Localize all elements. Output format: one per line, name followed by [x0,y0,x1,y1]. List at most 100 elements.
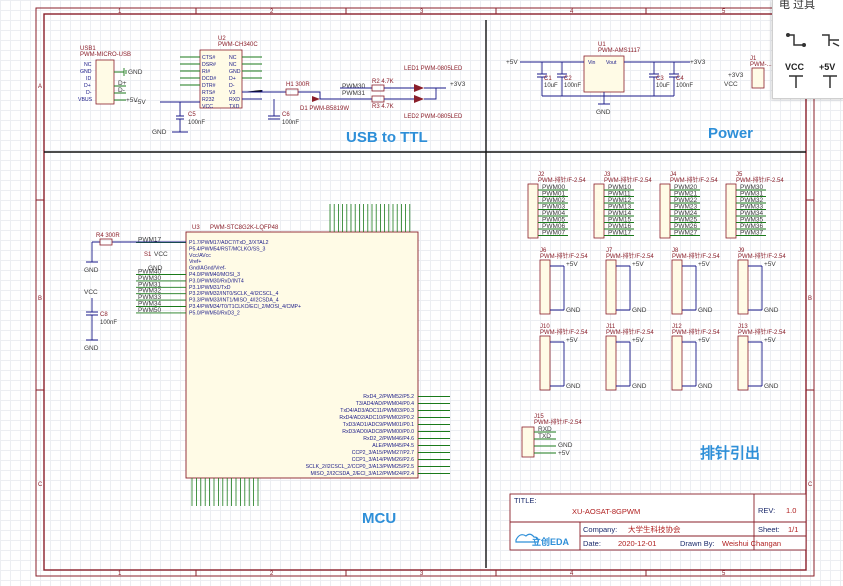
c6-val: 100nF [282,120,299,126]
h1-label: H1 300R [286,82,310,88]
header-ref: J11 [606,324,616,330]
header-net: PWM17 [608,230,632,237]
lceda-logo-icon: 立创EDA [515,533,570,547]
border-row-label: C [808,482,813,488]
header-net: PWM12 [608,197,632,204]
header-net: PWM01 [542,191,566,198]
title-block: TITLE: XU-AOSAT-8GPWM REV: 1.0 Company: … [509,493,807,551]
border-col-label: 3 [420,571,424,577]
u2-ch340c[interactable]: U2 PWM-CH340C CTS#DSR#RI#DCD#DTR#RTS#R23… [180,36,263,110]
j15-net: RXD [538,426,552,433]
j1-part: PWM-... [750,62,772,68]
vcc-tool-button[interactable] [781,70,811,92]
u3-left-pin: P3.3/PWM33/INT1/MISO_4/I2CSDA_4 [189,298,279,304]
header-part: PWM-排针/F-2.54 [736,176,784,184]
toolbox-header: 电 过具 [779,0,816,11]
u3-left-net: PWM33 [138,294,162,301]
u3-left-net: PWM31 [138,281,162,288]
u2-right-pin: D- [229,83,235,89]
c8-val: 100nF [100,320,117,326]
header-net: PWM20 [674,184,698,191]
power-5v-net: +5V [506,59,518,66]
header-net: PWM02 [542,197,566,204]
header-net: PWM37 [740,230,764,237]
header-5v-net: +5V [566,337,578,344]
header-wire [616,341,631,387]
u3-left-pin: P4.0/PWM40/MOSI_3 [189,272,240,278]
header-net: PWM11 [608,191,631,198]
bus-icon [822,34,840,47]
header-part: PWM-排针/F-2.54 [538,176,586,184]
header-net: PWM34 [740,210,764,217]
header-body [737,335,749,391]
usb1-ref: USB1 [80,46,96,52]
header-ref: J5 [736,172,743,178]
header-net: PWM03 [542,204,566,211]
u1-vout: Vout [606,60,617,66]
header-wire [682,341,697,387]
header-gnd-net: GND [698,307,713,314]
border-row-label: C [38,482,43,488]
power-regulator[interactable]: U1 PWM-AMS1117 Vin Vout +5V +3V3 C1 10uF… [506,42,772,116]
u3-mcu[interactable]: U3 PWM-STC8G2K-LQFP48 P1.7/PWM17/ADC7/Tx… [136,204,450,506]
u3-left-net: PWM50 [138,307,162,314]
u1-vin: Vin [588,60,596,66]
header-5v-net: +5V [632,337,644,344]
section-title-headers: 排针引出 [700,444,760,462]
plus5v-tool-label[interactable]: +5V [819,62,836,72]
wiring-toolbox-panel: 电 过具 VCC +5V [772,0,843,99]
mcu-reset-power[interactable]: R4 300R GND S1 VCC GND VCC C8 100nF GND [84,233,186,352]
u2-right-pin: RXD [229,97,240,103]
u2-right-pin: TXD [229,104,240,110]
plus5v-symbol-icon [823,75,837,88]
u1-ref: U1 [598,42,606,48]
header-net: PWM10 [608,184,632,191]
header-body [659,183,671,239]
s1-label: S1 [144,252,152,258]
usb-net-pwm30: PWM30 [342,83,366,90]
plus5v-tool-button[interactable] [815,70,843,92]
border-row-label: B [38,296,42,302]
c4-val: 100nF [676,83,693,89]
led1-label: LED1 PWM-0805LED [404,66,463,72]
j15-header[interactable]: J15 PWM-排针/F-2.54 RXD TXD GND +5V [521,414,582,458]
header-wire [550,265,565,311]
header-wire [550,341,565,387]
border-col-label: 4 [570,9,574,15]
vcc-tool-label[interactable]: VCC [785,62,805,72]
u3-left-pin: P5.0/PWM50/RxD3_2 [189,310,240,316]
sheet-label: Sheet: [758,525,780,534]
border-row-label: B [808,296,812,302]
c1-ref: C1 [544,76,552,82]
u3-right-pin: CCP1_3/A14/PWM26/P2.6 [352,457,414,463]
header-net: PWM16 [608,223,632,230]
header-net: PWM35 [740,217,764,224]
date-label: Date: [583,539,601,548]
logo-text: 立创EDA [532,536,570,547]
usb1-connector[interactable]: USB1 PWM-MICRO-USB NC GND ID D+ D- VBUS … [78,46,143,105]
sheet-inner-frame [43,13,807,571]
usb-pin-label: ID [86,76,91,82]
header-grid[interactable]: J2PWM-排针/F-2.54PWM00PWM01PWM02PWM03PWM04… [527,172,786,391]
c5-ref: C5 [188,112,196,118]
sheet-outer-frame [35,7,815,577]
u2-left-pin: R232 [202,97,215,103]
wire-tool-button[interactable] [781,28,811,52]
u3-right-pin: TxD3/AD1/ADC9/PWM01/P0.1 [343,422,414,428]
u3-right-pin: SCLK_2/I2CSCL_2/CCP0_3/A13/PWM25/P2.5 [306,464,415,470]
bus-tool-button[interactable] [815,28,843,52]
u2-left-pin: RI# [202,69,210,75]
header-5v-net: +5V [698,337,710,344]
u3-right-pin: T3/AD4/AD/PWM04/P0.4 [356,401,414,407]
c3-val: 10uF [656,83,670,89]
header-ref: J7 [606,248,613,254]
usb-pin-label: GND [80,69,92,75]
header-part: PWM-排针/F-2.54 [672,328,720,336]
usb-passives[interactable]: C5 100nF −5V GND H1 300R D1 PWM-B5819W C… [134,66,466,136]
u2-part: PWM-CH340C [218,42,258,48]
usb-pin-label: D+ [84,83,91,89]
u3-right-pin: RxD4_2/PWM52/P5.2 [363,394,414,400]
u3-left-pin: P3.2/PWM32/INT0/SCLK_4/I2CSCL_4 [189,291,278,297]
